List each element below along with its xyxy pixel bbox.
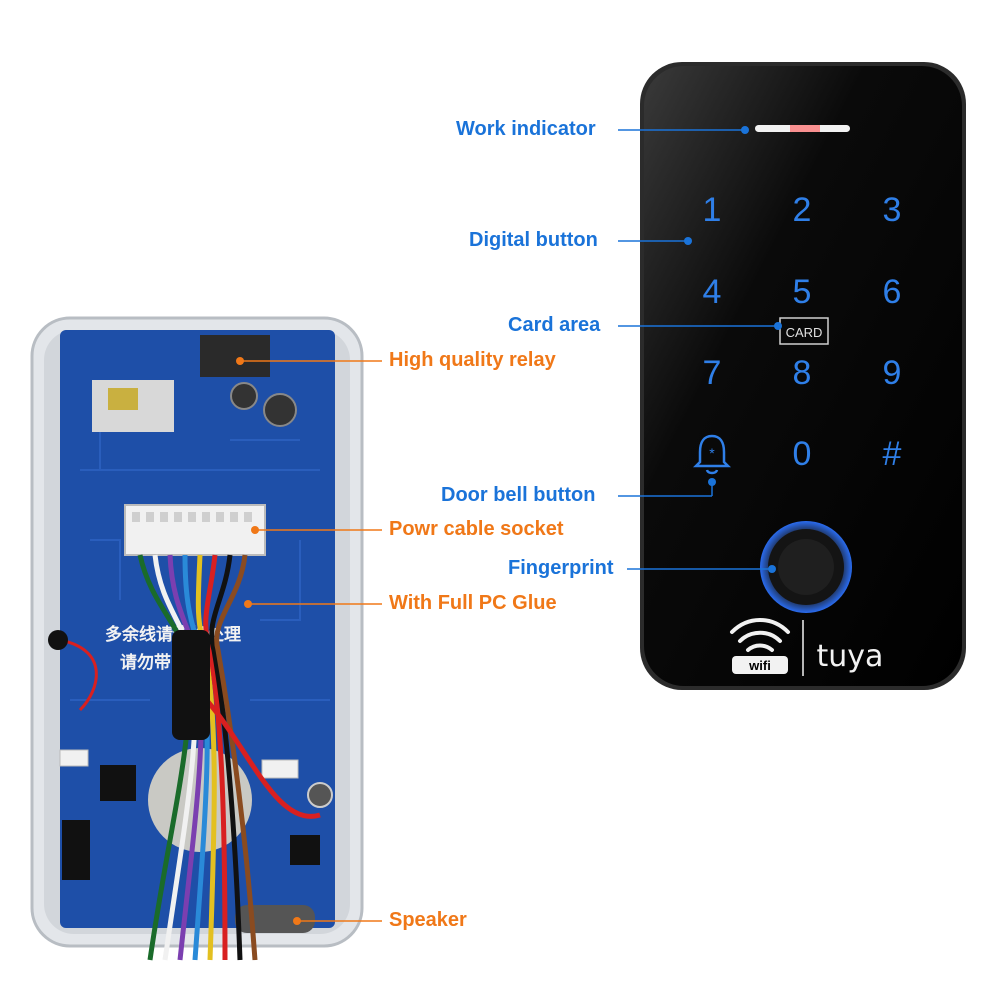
keypad-device: 1 2 3 4 5 6 7 8 9 0 # CARD * wifi tuy bbox=[640, 62, 966, 690]
key-7[interactable]: 7 bbox=[703, 354, 722, 392]
label-speaker: Speaker bbox=[389, 909, 467, 931]
heat-shrink bbox=[172, 630, 210, 740]
label-fingerprint: Fingerprint bbox=[508, 557, 614, 579]
key-5[interactable]: 5 bbox=[793, 273, 812, 311]
key-hash[interactable]: # bbox=[883, 435, 902, 473]
pcb-housing: 多余线请绝缘处理 请勿带电接线 bbox=[30, 316, 364, 961]
label-full-pc-glue: With Full PC Glue bbox=[389, 592, 557, 614]
key-3[interactable]: 3 bbox=[883, 191, 902, 229]
key-9[interactable]: 9 bbox=[883, 354, 902, 392]
svg-text:*: * bbox=[709, 445, 715, 461]
label-power-cable-socket: Powr cable socket bbox=[389, 518, 564, 540]
label-card-area: Card area bbox=[508, 314, 601, 336]
speaker-body bbox=[235, 905, 315, 933]
label-digital-button: Digital button bbox=[469, 229, 598, 251]
relay-component bbox=[200, 335, 270, 377]
wifi-icon bbox=[730, 618, 790, 652]
label-work-indicator: Work indicator bbox=[456, 118, 596, 140]
bell-icon[interactable]: * bbox=[692, 434, 732, 475]
key-6[interactable]: 6 bbox=[883, 273, 902, 311]
key-2[interactable]: 2 bbox=[793, 191, 812, 229]
chip bbox=[100, 765, 136, 801]
callout-lines bbox=[236, 126, 782, 925]
label-door-bell-button: Door bell button bbox=[441, 484, 596, 506]
card-area bbox=[779, 317, 829, 345]
key-4[interactable]: 4 bbox=[703, 273, 722, 311]
brand-logo: tuya bbox=[817, 639, 884, 674]
card-label: CARD bbox=[786, 325, 823, 340]
key-8[interactable]: 8 bbox=[793, 354, 812, 392]
fingerprint-sensor[interactable] bbox=[778, 539, 834, 595]
wifi-text: wifi bbox=[748, 658, 771, 673]
label-high-quality-relay: High quality relay bbox=[389, 349, 556, 371]
key-0[interactable]: 0 bbox=[793, 435, 812, 473]
key-1[interactable]: 1 bbox=[703, 191, 722, 229]
